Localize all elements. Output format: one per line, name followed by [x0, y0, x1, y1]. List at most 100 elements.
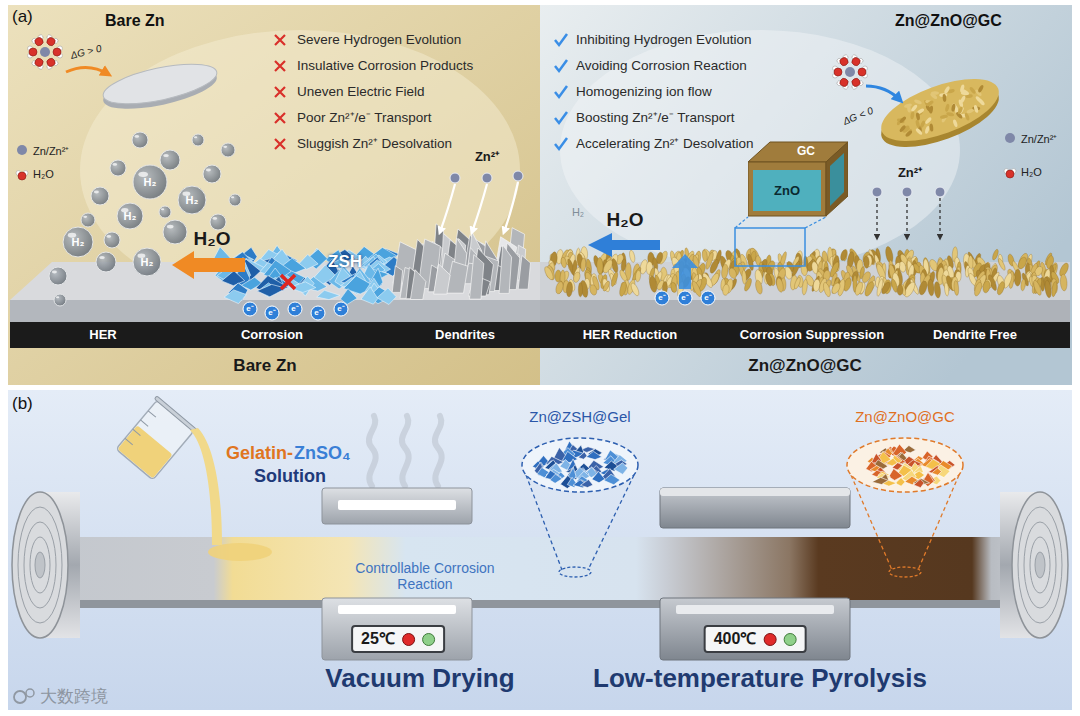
electron-label: e⁻ [337, 304, 344, 313]
zoom-flake [586, 451, 602, 459]
check-mark [555, 86, 567, 97]
electron [311, 306, 325, 320]
energy-note: ΔG > 0 [69, 43, 102, 62]
oxygen-atom [29, 48, 37, 56]
temperature-reading: 400℃ [714, 630, 757, 648]
indicator-light [763, 633, 776, 646]
legend-label: Zn/Zn²⁺ [1021, 131, 1057, 146]
electron [701, 291, 715, 305]
electron [334, 302, 348, 316]
glow [560, 30, 960, 270]
hydrogen-bubble [229, 194, 241, 206]
check-mark [555, 138, 567, 149]
hydrogen-bubble [132, 132, 148, 148]
solution-puddle [208, 543, 272, 561]
bubble-highlight [83, 216, 87, 218]
water-molecule [44, 56, 59, 70]
panel: (a)GCZnOHERCorrosionDendritesHER Reducti… [8, 5, 1072, 385]
zn-disk [100, 56, 220, 111]
zsh-flake [222, 271, 245, 286]
zsh-flakes [214, 245, 406, 304]
backgrounds [8, 5, 1072, 710]
coating-flake [927, 279, 934, 296]
hydrogen-bubble [96, 252, 116, 272]
coating-flake [863, 256, 869, 269]
hydrogen-bubble [81, 213, 95, 227]
node-text: HER [89, 328, 116, 343]
oxygen-atom [1006, 170, 1014, 178]
coating-flake [670, 282, 677, 293]
bubble-label: H₂ [572, 206, 584, 219]
electron [265, 306, 279, 320]
electron [243, 302, 257, 316]
electron-label: e⁻ [681, 293, 688, 302]
zinc-ion [482, 173, 492, 183]
water-molecule [833, 66, 842, 78]
process-background [8, 390, 1072, 710]
coating-flake [648, 275, 658, 293]
beaker-glass [116, 400, 194, 480]
coating-flake [926, 100, 935, 107]
solution-name: ZnSO₄ [294, 443, 351, 464]
graduation [133, 429, 141, 435]
zn-slab-front [10, 300, 540, 322]
coating-flake [754, 280, 763, 295]
legend-label: H₂O [1021, 166, 1042, 178]
electron-label: e⁻ [704, 293, 711, 302]
hydrogen-bubble [221, 143, 235, 157]
coating-flake [840, 249, 848, 261]
benefit-item: Boosting Zn²⁺/e⁻ Transport [576, 110, 735, 126]
bubble-highlight [113, 163, 117, 166]
coating-flake [863, 281, 875, 298]
ion-flux-arrow [440, 184, 455, 232]
legend-item: Zn/Zn²⁺ [14, 142, 69, 158]
node-text: Corrosion [241, 328, 303, 343]
bubble-label: H₂ [186, 194, 199, 207]
zn-foil-sheet [60, 537, 1020, 600]
node-text: (b) [12, 394, 33, 414]
hydrogen-bubble [91, 187, 109, 205]
coating-flake [722, 284, 730, 296]
oxygen-atom [18, 172, 26, 180]
water-molecule [1004, 169, 1016, 178]
coating-flake [924, 116, 932, 124]
bubble-highlight [107, 235, 111, 238]
coating-flake [1044, 280, 1052, 298]
coating-flake [793, 277, 801, 290]
zoom-flake [580, 480, 593, 488]
oxygen-atom [834, 68, 842, 76]
layer-structure-inset: GCZnO [748, 140, 848, 218]
coating-flake [830, 282, 841, 295]
zoom-flake [604, 474, 620, 485]
hydrogen-bubble [49, 267, 67, 285]
logo-ring [26, 689, 34, 697]
disk-coating [890, 74, 995, 147]
coating-flake [854, 281, 864, 296]
solution-name: Solution [254, 466, 326, 487]
zinc-ion [17, 145, 27, 155]
oxygen-atom [53, 48, 61, 56]
dendrite-plate [470, 255, 484, 300]
coating-flake [958, 106, 965, 115]
zinc-ion [935, 187, 945, 197]
coating-flake [905, 130, 913, 138]
ion-label: Zn²⁺ [475, 150, 499, 165]
zinc-ion [845, 67, 855, 77]
step-title: Low-temperature Pyrolysis [593, 664, 927, 694]
product-label: ZSH [328, 252, 362, 272]
status-bar: HERCorrosionDendritesHER ReductionCorros… [10, 322, 1070, 348]
heater-bar [338, 500, 456, 510]
hydrogen-bubble [210, 214, 226, 230]
coating-flake [560, 257, 567, 268]
zinc-ion [513, 171, 523, 181]
ion-flux-arrow [939, 198, 940, 238]
solution-name: Gelatin- [226, 443, 293, 464]
furnace-bar [676, 605, 834, 614]
cross-mark [275, 35, 285, 45]
coating-flake [691, 280, 703, 298]
coating-flake [602, 280, 611, 292]
bubble-highlight [94, 191, 99, 194]
legend-item: H₂O [14, 166, 54, 182]
